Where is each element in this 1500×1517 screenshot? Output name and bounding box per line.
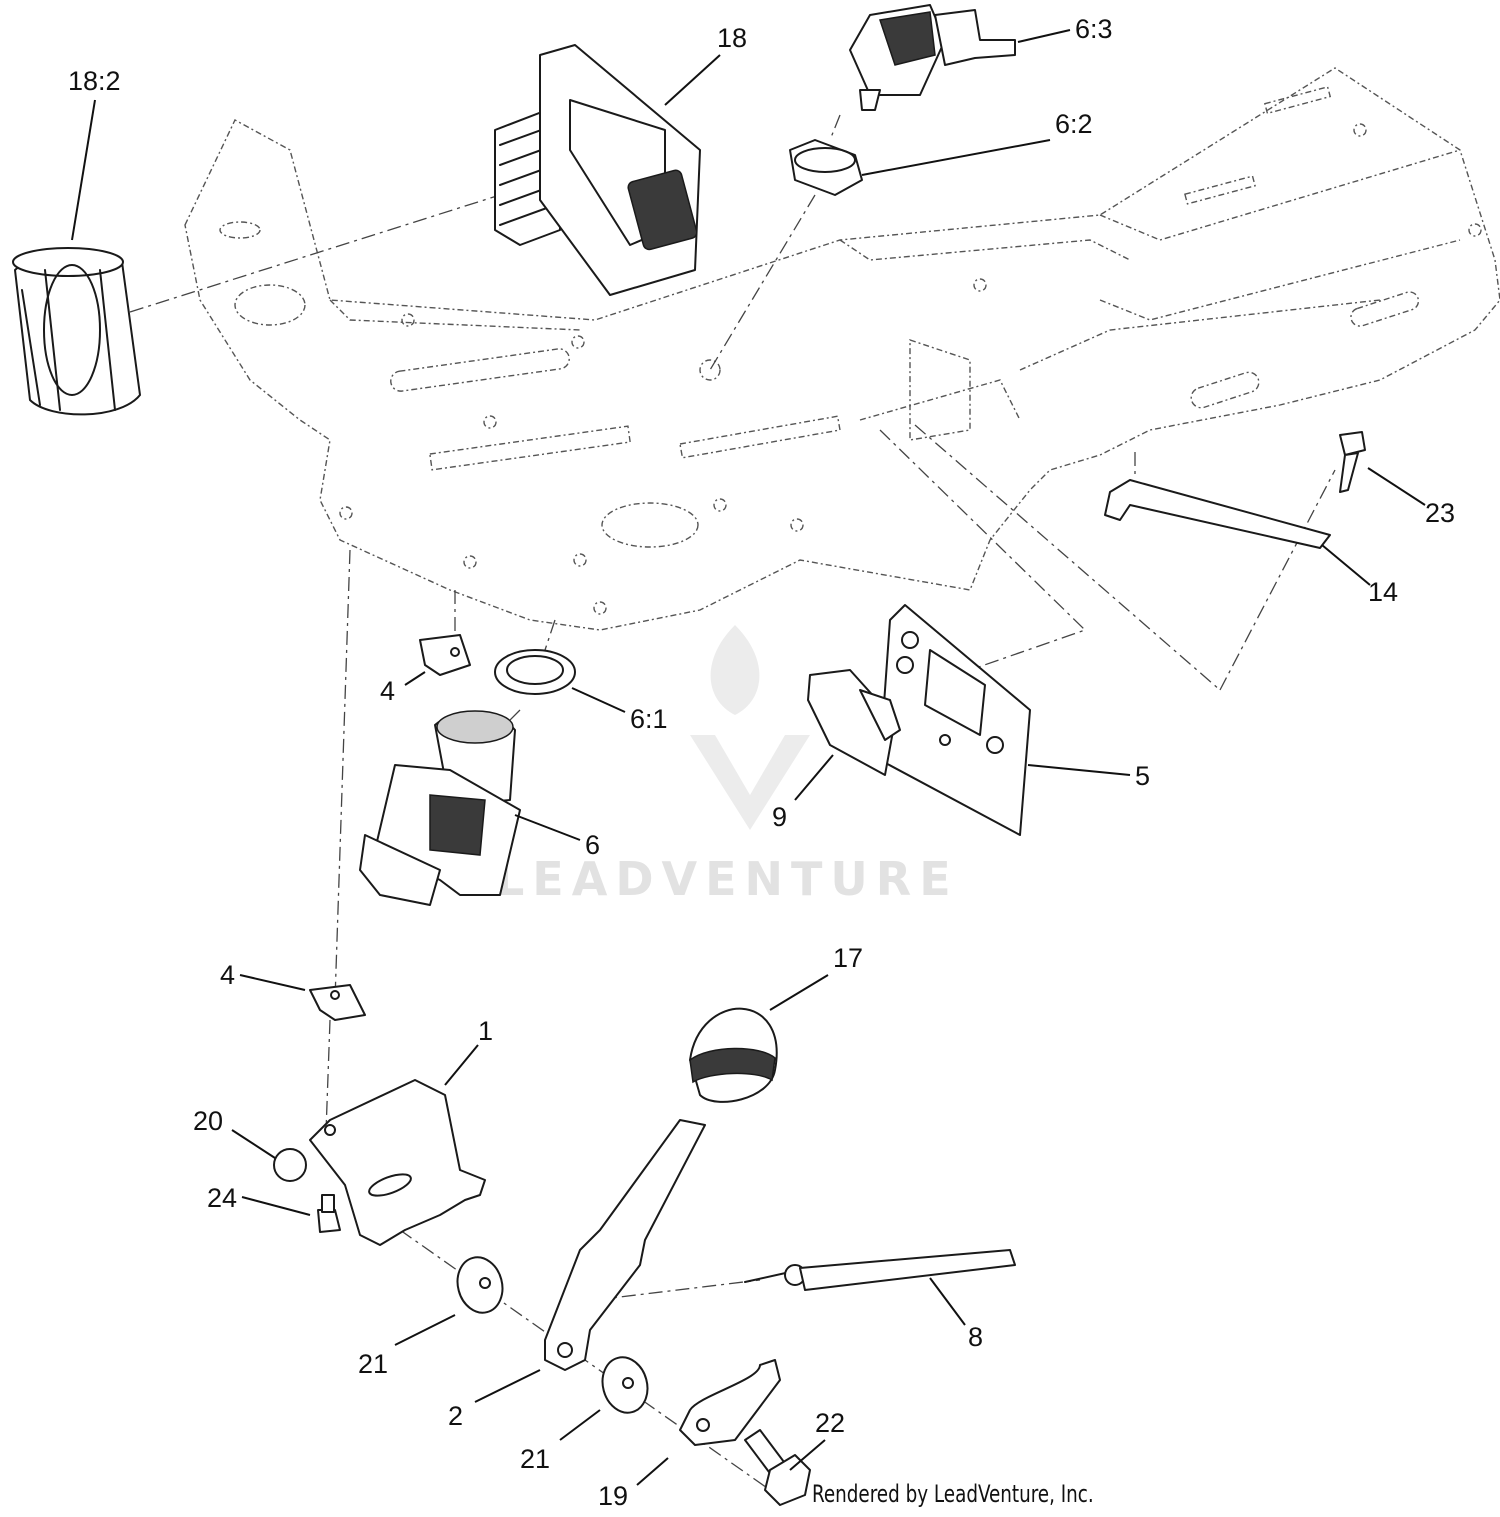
callout-14: 14	[1368, 577, 1398, 607]
part-20-nut	[273, 1148, 307, 1182]
watermark: LEADVENTURE	[495, 625, 959, 906]
part-17-knob	[689, 1007, 778, 1103]
part-6-2-nut	[789, 139, 863, 196]
part-9-cover	[807, 669, 901, 776]
leader-lines	[71, 29, 1426, 1486]
callouts: 18:2 18 6:3 6:2 23 14 4 6:1 5 9 6 17 4 1…	[68, 14, 1455, 1511]
callout-21-lower: 21	[520, 1444, 550, 1474]
callout-19: 19	[598, 1481, 628, 1511]
render-credit: Rendered by LeadVenture, Inc.	[812, 1480, 1094, 1508]
part-23-screw	[1339, 431, 1366, 493]
callout-18: 18	[717, 23, 747, 53]
callout-23: 23	[1425, 498, 1455, 528]
part-22-bolt	[744, 1429, 811, 1506]
callout-20: 20	[193, 1106, 223, 1136]
callout-6-2: 6:2	[1055, 109, 1093, 139]
assembly-lines	[129, 114, 1336, 1491]
callout-6-1: 6:1	[630, 704, 668, 734]
part-6-1-nut	[494, 649, 576, 695]
callout-1: 1	[478, 1016, 493, 1046]
watermark-flame-icon	[710, 625, 760, 715]
part-2-lever	[544, 1119, 706, 1371]
part-19-plate	[679, 1359, 781, 1446]
callout-8: 8	[968, 1322, 983, 1352]
part-6-ignition-switch	[359, 710, 521, 906]
part-21-washer-upper	[456, 1256, 504, 1314]
callout-21-upper: 21	[358, 1349, 388, 1379]
part-21-washer-lower	[601, 1356, 649, 1414]
callout-17: 17	[833, 943, 863, 973]
part-1-bracket	[309, 1079, 486, 1246]
dash-panel-frame	[184, 67, 1500, 631]
callout-9: 9	[772, 802, 787, 832]
part-4-clip-upper	[419, 634, 471, 676]
callout-6: 6	[585, 830, 600, 860]
part-5-decal-plate	[879, 604, 1031, 836]
watermark-v-icon	[690, 735, 810, 830]
part-6-3-key	[849, 4, 1016, 111]
callout-24: 24	[207, 1183, 237, 1213]
part-18-display-module	[494, 44, 701, 296]
watermark-text: LEADVENTURE	[495, 852, 959, 906]
part-14-bracket	[1104, 479, 1331, 549]
callout-6-3: 6:3	[1075, 14, 1113, 44]
part-4-clip-lower	[309, 984, 366, 1021]
part-24-bolt	[317, 1194, 341, 1233]
callout-4-lower: 4	[220, 960, 235, 990]
part-18-2-ring-nut	[12, 247, 141, 416]
callout-22: 22	[815, 1408, 845, 1438]
callout-18-2: 18:2	[68, 66, 121, 96]
part-8-cable	[744, 1249, 1016, 1291]
callout-5: 5	[1135, 761, 1150, 791]
callout-4-upper: 4	[380, 676, 395, 706]
callout-2: 2	[448, 1401, 463, 1431]
